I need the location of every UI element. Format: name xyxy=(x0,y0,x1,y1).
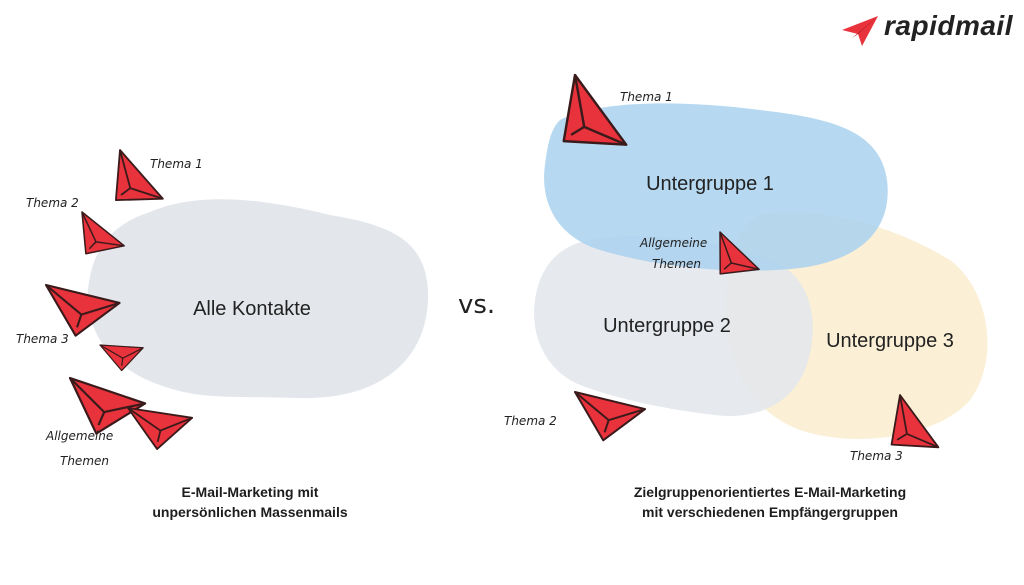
group1-label: Untergruppe 1 xyxy=(646,173,774,195)
left-general-1: Allgemeine xyxy=(45,429,113,443)
right-topic-3: Thema 3 xyxy=(850,449,903,463)
vs-text: vs. xyxy=(458,290,495,320)
all-contacts-blob xyxy=(87,199,429,399)
right-topic-1: Thema 1 xyxy=(620,90,673,104)
logo-text: rapidmail xyxy=(884,10,1013,41)
left-plane-6-icon xyxy=(127,384,199,454)
left-caption-line1: E-Mail-Marketing mit xyxy=(181,484,319,500)
left-caption-line2: unpersönlichen Massenmails xyxy=(152,504,348,520)
all-contacts-label: Alle Kontakte xyxy=(193,298,311,320)
left-topic-3: Thema 3 xyxy=(16,332,69,346)
left-topic-1: Thema 1 xyxy=(150,157,203,171)
right-general-2: Themen xyxy=(652,257,701,271)
group2-label: Untergruppe 2 xyxy=(603,315,731,337)
right-general-1: Allgemeine xyxy=(639,236,707,250)
left-caption: E-Mail-Marketing mit unpersönlichen Mass… xyxy=(110,482,390,522)
right-topic-2: Thema 2 xyxy=(504,414,557,428)
right-caption-line1: Zielgruppenorientiertes E-Mail-Marketing xyxy=(633,484,907,500)
group1-blob xyxy=(544,103,888,271)
left-general-2: Themen xyxy=(60,454,109,468)
paper-plane-logo-icon xyxy=(842,16,878,46)
right-caption-line2: mit verschiedenen Empfängergruppen xyxy=(642,504,898,520)
group2-blob xyxy=(534,236,813,416)
left-topic-2: Thema 2 xyxy=(26,196,79,210)
group3-label: Untergruppe 3 xyxy=(826,330,954,352)
logo: rapidmail xyxy=(840,8,1020,48)
right-caption: Zielgruppenorientiertes E-Mail-Marketing… xyxy=(590,482,950,522)
